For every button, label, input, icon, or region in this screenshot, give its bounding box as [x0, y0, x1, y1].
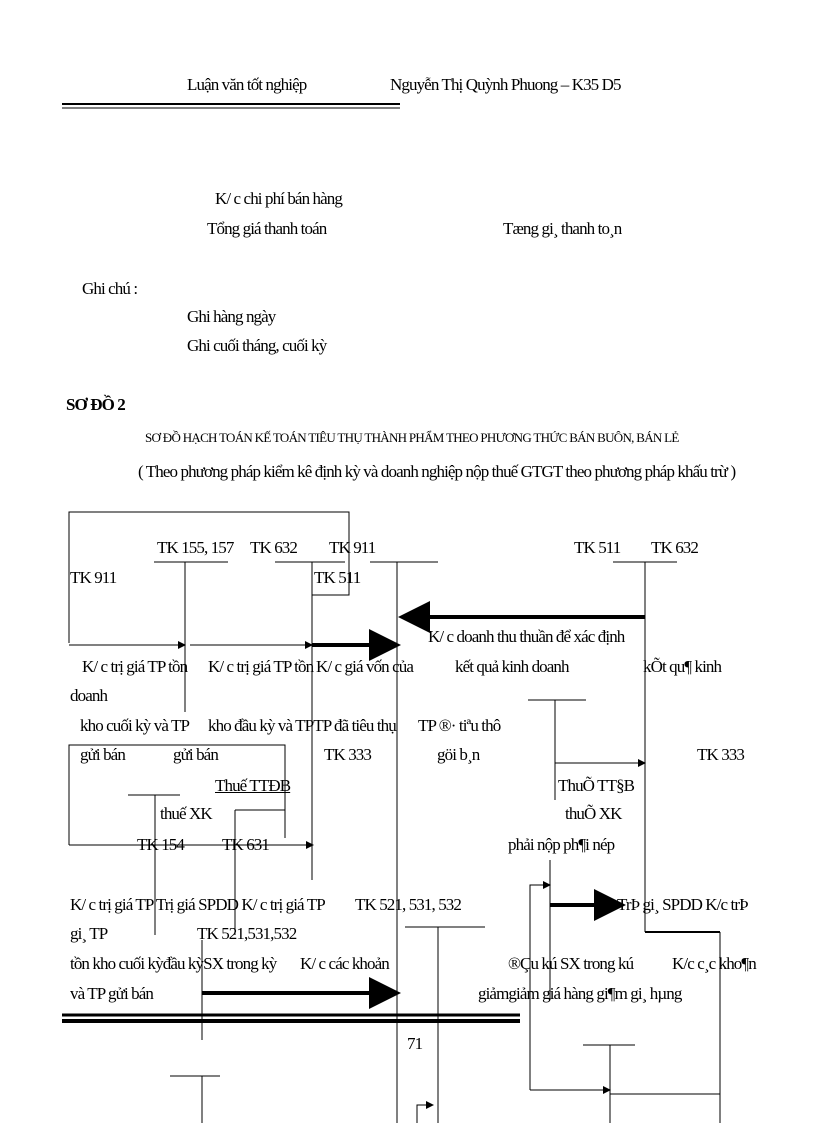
diagram-label: TK 911: [70, 568, 117, 587]
diagram-label: TK 911: [329, 538, 376, 557]
diagram-label: kÕt qu¶ kinh: [643, 657, 722, 676]
diagram-label: TK 521, 531, 532: [355, 895, 462, 914]
diagram-label: K/ c trị giá TP Trị giá SPDD K/ c trị gi…: [70, 895, 326, 914]
diagram-label: TK 631: [222, 835, 270, 854]
diagram-label: TK 632: [250, 538, 298, 557]
note-monthly: Ghi cuối tháng, cuối kỳ: [187, 336, 327, 355]
diagram-label: thuế XK: [160, 804, 213, 823]
diagram-label: kho cuối kỳ và TP: [80, 716, 190, 735]
diagram-label: TK 521,531,532: [197, 924, 297, 943]
diagram-label: TK 511: [314, 568, 361, 587]
diagram-label: Thuế TTĐB: [215, 776, 291, 795]
diagram-label: kết quả kinh doanh: [455, 657, 570, 676]
diagram-label: kho đầu kỳ và TPTP đã tiêu thụ: [208, 716, 397, 735]
kc-chi-phi-label: K/ c chi phí bán hàng: [215, 189, 343, 208]
section-subtitle: ( Theo phương pháp kiểm kê định kỳ và do…: [138, 462, 736, 481]
tong-gia-garbled-label: Tæng gi¸ thanh to¸n: [503, 219, 622, 238]
diagram-label: phải nộp ph¶i nép: [508, 835, 615, 854]
diagram-label: TK 511: [574, 538, 621, 557]
diagram-label: thuÕ XK: [565, 804, 622, 823]
diagram-label: TK 155, 157: [157, 538, 234, 557]
diagram-label: K/ c doanh thu thuần để xác định: [428, 627, 625, 646]
diagram-label: gửi bán: [173, 745, 219, 764]
header-left: Luận văn tốt nghiệp: [187, 75, 307, 94]
notes-label: Ghi chú :: [82, 279, 138, 298]
diagram-label: ®Çu kú SX trong kú: [508, 954, 634, 973]
diagram-label: TK 632: [651, 538, 699, 557]
diagram-label: K/ c trị giá TP tồn: [82, 657, 188, 676]
diagram-label: doanh: [70, 686, 108, 705]
diagram-label: gi¸ TP: [70, 924, 108, 943]
diagram-label: TK 333: [697, 745, 745, 764]
diagram-label: TK 154: [137, 835, 185, 854]
diagram-label: và TP gửi bán: [70, 984, 154, 1003]
section-number: SƠ ĐỒ 2: [66, 395, 126, 414]
diagram-label: ThuÕ TT§B: [558, 776, 635, 795]
diagram-label: TP ®· tiªu thô: [418, 716, 501, 735]
diagram-label: K/ c trị giá TP tồn: [208, 657, 314, 676]
section-title: SƠ ĐỒ HẠCH TOÁN KẾ TOÁN TIÊU THỤ THÀNH P…: [145, 430, 679, 445]
diagram-label: tồn kho cuối kỳđầu kỳSX trong kỳ: [70, 954, 277, 973]
diagram-label: K/c c¸c kho¶n: [672, 954, 757, 973]
diagram-label: TK 333: [324, 745, 372, 764]
note-daily: Ghi hàng ngày: [187, 307, 276, 326]
diagram-label: giảmgiảm giá hàng gi¶m gi¸ hµng: [478, 984, 682, 1003]
diagram-label: göi b¸n: [437, 745, 480, 764]
tong-gia-label: Tổng giá thanh toán: [207, 219, 327, 238]
diagram-label: gửi bán: [80, 745, 126, 764]
diagram-label: K/ c các khoản: [300, 954, 390, 973]
diagram-label: TrÞ gi¸ SPDD K/c trÞ: [617, 895, 749, 914]
header-right: Nguyễn Thị Quỳnh Phuong – K35 D5: [390, 75, 622, 94]
page-number: 71: [407, 1034, 423, 1053]
diagram-label: K/ c giá vốn của: [316, 657, 414, 676]
